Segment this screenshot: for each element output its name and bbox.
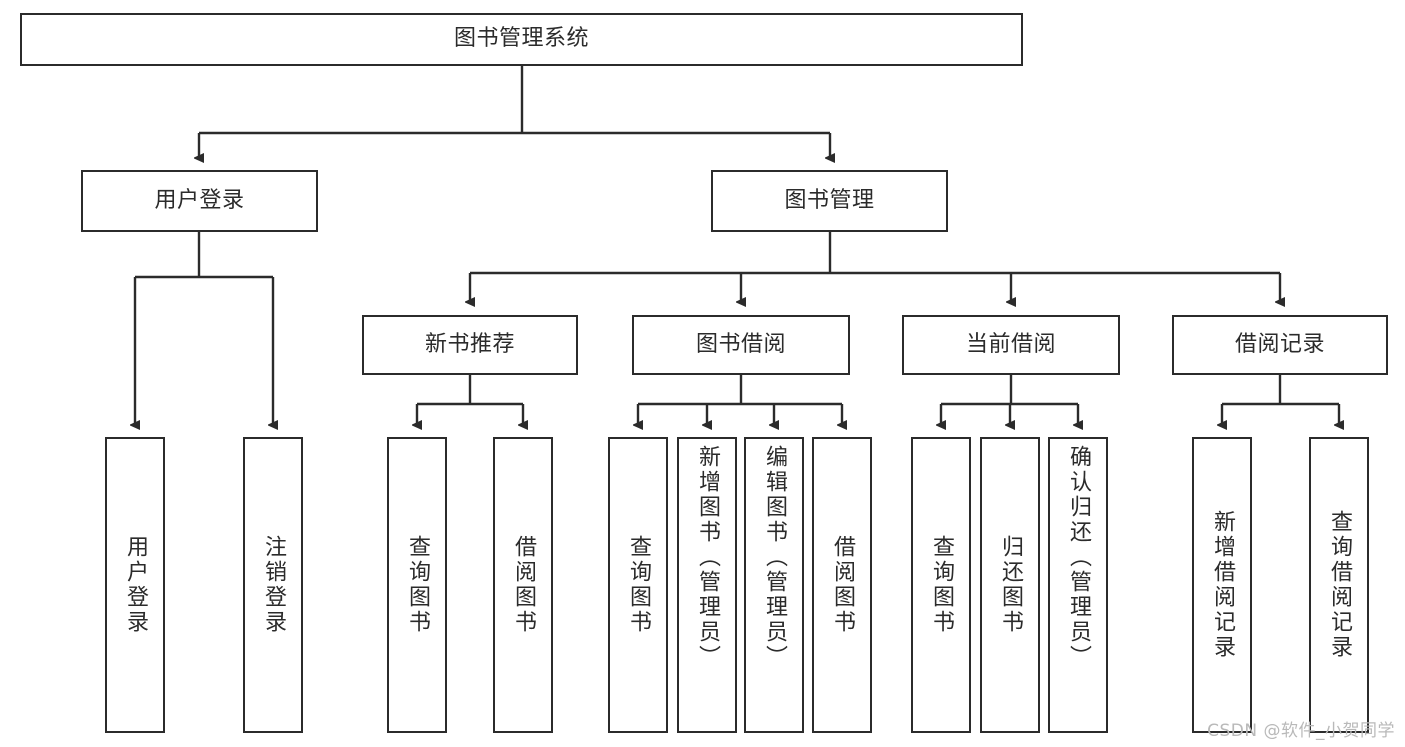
node-leaf-add-borrow-record-label: 新增借阅记录 xyxy=(1210,510,1235,660)
edge-group-book-mgmt xyxy=(470,232,1280,302)
watermark-text: CSDN @软件_小贺同学 xyxy=(1207,721,1395,741)
node-book-borrow[interactable]: 图书借阅 xyxy=(632,315,850,375)
node-leaf-edit-book-admin-label: 编辑图书（管理员） xyxy=(762,445,787,670)
node-leaf-borrow-book-new-label: 借阅图书 xyxy=(511,535,536,635)
node-leaf-confirm-return-admin-label: 确认归还（管理员） xyxy=(1066,445,1091,670)
node-leaf-logout-label: 注销登录 xyxy=(261,535,286,635)
node-leaf-query-borrow-record[interactable]: 查询借阅记录 xyxy=(1309,437,1369,733)
node-user-login[interactable]: 用户登录 xyxy=(81,170,318,232)
node-leaf-query-book-new-label: 查询图书 xyxy=(405,535,430,635)
edge-group-current xyxy=(941,375,1078,425)
node-leaf-user-login[interactable]: 用户登录 xyxy=(105,437,165,733)
node-leaf-query-book-borrow-label: 查询图书 xyxy=(626,535,651,635)
node-leaf-add-book-admin[interactable]: 新增图书（管理员） xyxy=(677,437,737,733)
edge-group-borrow xyxy=(638,375,842,425)
edge-group-records xyxy=(1222,375,1339,425)
node-leaf-query-book-new[interactable]: 查询图书 xyxy=(387,437,447,733)
node-leaf-logout[interactable]: 注销登录 xyxy=(243,437,303,733)
node-leaf-return-book[interactable]: 归还图书 xyxy=(980,437,1040,733)
node-user-login-label: 用户登录 xyxy=(154,187,245,213)
node-book-borrow-label: 图书借阅 xyxy=(695,331,786,357)
node-new-book-recommend[interactable]: 新书推荐 xyxy=(362,315,578,375)
edge-group-new-book xyxy=(417,375,523,425)
node-leaf-borrow-book-new[interactable]: 借阅图书 xyxy=(493,437,553,733)
node-root-library-system[interactable]: 图书管理系统 xyxy=(20,13,1023,66)
node-leaf-confirm-return-admin[interactable]: 确认归还（管理员） xyxy=(1048,437,1108,733)
edge-group-user-login xyxy=(135,232,273,425)
node-leaf-query-book-current[interactable]: 查询图书 xyxy=(911,437,971,733)
node-leaf-query-book-current-label: 查询图书 xyxy=(929,535,954,635)
edge-group-root xyxy=(199,66,830,158)
node-root-label: 图书管理系统 xyxy=(453,26,589,52)
node-leaf-return-book-label: 归还图书 xyxy=(998,535,1023,635)
node-leaf-query-borrow-record-label: 查询借阅记录 xyxy=(1327,510,1352,660)
node-leaf-borrow-book[interactable]: 借阅图书 xyxy=(812,437,872,733)
node-new-book-recommend-label: 新书推荐 xyxy=(424,331,515,357)
node-leaf-user-login-label: 用户登录 xyxy=(123,535,148,635)
node-leaf-query-book-borrow[interactable]: 查询图书 xyxy=(608,437,668,733)
node-current-borrow-label: 当前借阅 xyxy=(965,331,1056,357)
node-leaf-add-book-admin-label: 新增图书（管理员） xyxy=(695,445,720,670)
node-leaf-borrow-book-label: 借阅图书 xyxy=(830,535,855,635)
node-leaf-edit-book-admin[interactable]: 编辑图书（管理员） xyxy=(744,437,804,733)
node-borrow-records[interactable]: 借阅记录 xyxy=(1172,315,1388,375)
node-leaf-add-borrow-record[interactable]: 新增借阅记录 xyxy=(1192,437,1252,733)
node-book-management-label: 图书管理 xyxy=(784,187,875,213)
node-current-borrow[interactable]: 当前借阅 xyxy=(902,315,1120,375)
node-borrow-records-label: 借阅记录 xyxy=(1234,331,1325,357)
node-book-management[interactable]: 图书管理 xyxy=(711,170,948,232)
